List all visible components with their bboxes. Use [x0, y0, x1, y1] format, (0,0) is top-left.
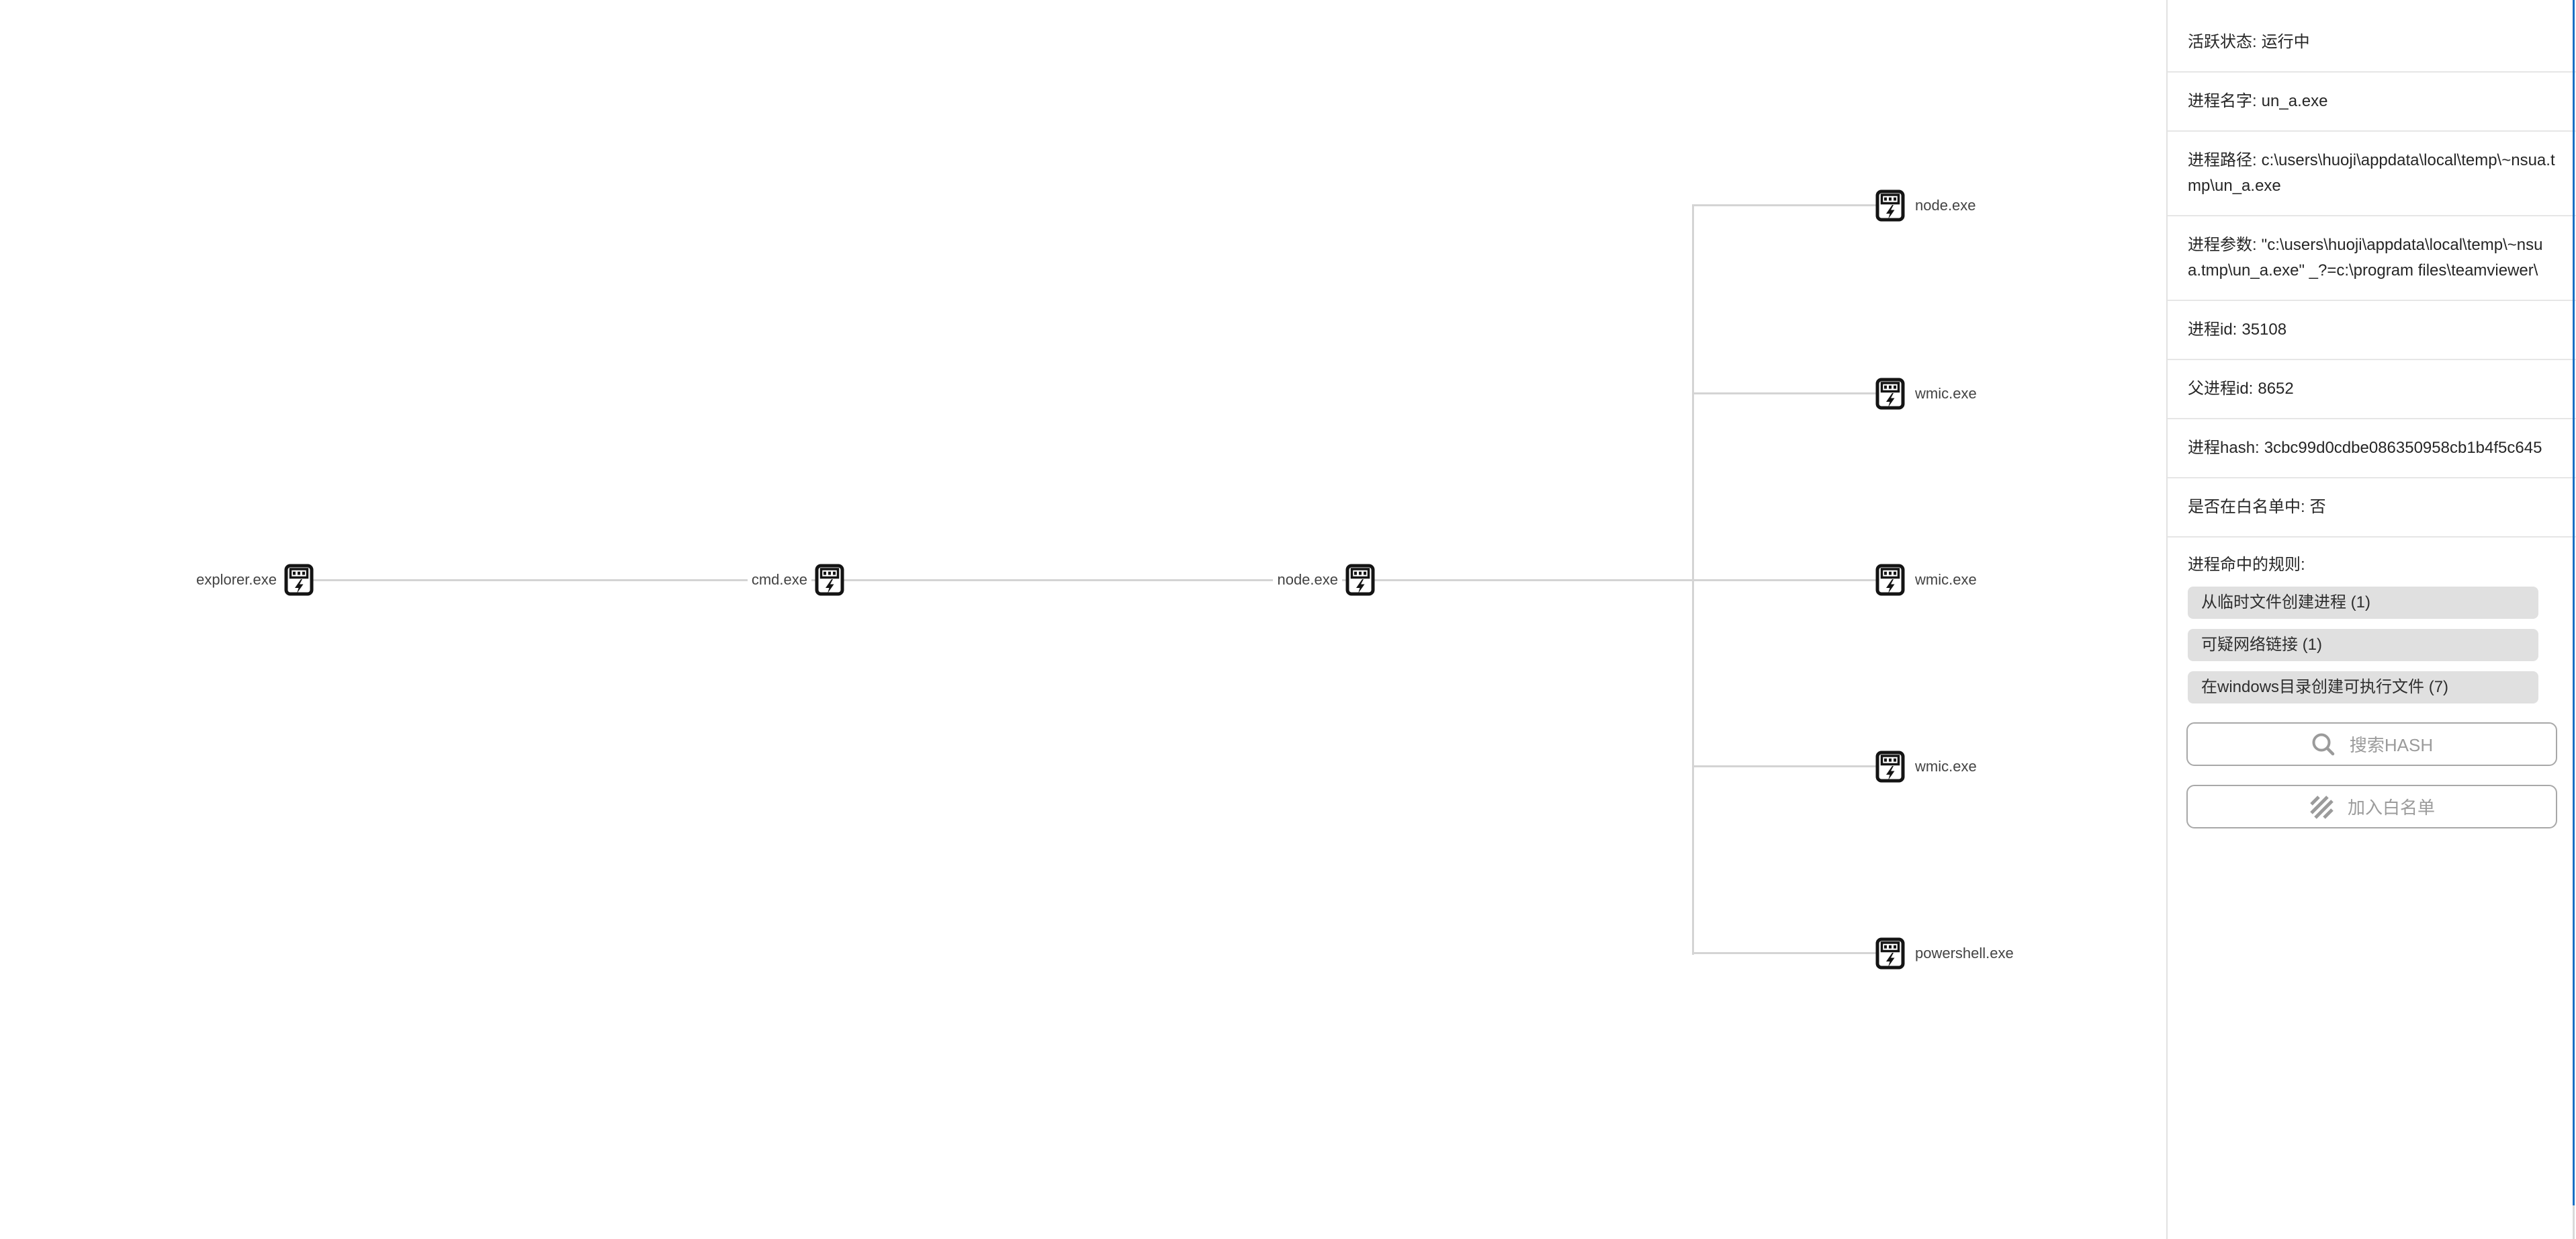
detail-label: 进程hash:	[2188, 439, 2260, 457]
detail-value: "c:\users\huoji\appdata\local\temp\~nsua…	[2188, 236, 2543, 280]
process-details-panel: 活跃状态:运行中 进程名字:un_a.exe 进程路径:c:\users\huo…	[2166, 0, 2576, 1239]
tree-connector-line	[1360, 579, 1890, 581]
process-node-child-node[interactable]: node.exe	[1875, 189, 1980, 222]
matched-rules-section: 进程命中的规则: 从临时文件创建进程 (1) 可疑网络链接 (1) 在windo…	[2168, 538, 2576, 703]
rule-badge-temp-file-process[interactable]: 从临时文件创建进程 (1)	[2188, 587, 2538, 619]
process-node-cmd[interactable]: cmd.exe	[747, 564, 844, 596]
detail-value: c:\users\huoji\appdata\local\temp\~nsua.…	[2188, 151, 2555, 195]
add-whitelist-button[interactable]: 加入白名单	[2186, 785, 2557, 828]
process-node-child-powershell[interactable]: powershell.exe	[1875, 937, 2018, 970]
tree-connector-line	[1693, 765, 1890, 767]
process-node-child-wmic-1[interactable]: wmic.exe	[1875, 378, 1981, 410]
matched-rules-label: 进程命中的规则:	[2188, 556, 2305, 574]
detail-row-active-state: 活跃状态:运行中	[2168, 13, 2576, 73]
scrollbar-thumb[interactable]	[2573, 0, 2575, 1205]
process-node-explorer[interactable]: explorer.exe	[192, 564, 314, 596]
detail-value: 否	[2309, 498, 2326, 516]
scrollbar-track[interactable]	[2573, 1205, 2575, 1239]
detail-row-process-id: 进程id:35108	[2168, 301, 2576, 360]
process-node-label: powershell.exe	[1911, 943, 2018, 964]
detail-label: 进程路径:	[2188, 151, 2257, 169]
detail-value: 8652	[2258, 380, 2294, 398]
process-node-label: wmic.exe	[1911, 384, 1981, 404]
process-node-child-wmic-3[interactable]: wmic.exe	[1875, 751, 1981, 783]
detail-value: 3cbc99d0cdbe086350958cb1b4f5c645	[2264, 439, 2542, 457]
detail-row-process-name: 进程名字:un_a.exe	[2168, 73, 2576, 132]
detail-label: 是否在白名单中:	[2188, 498, 2305, 516]
process-icon	[284, 564, 314, 596]
process-icon	[1875, 937, 1905, 970]
process-icon	[1875, 189, 1905, 222]
tree-connector-line	[1693, 204, 1890, 206]
detail-row-whitelist-status: 是否在白名单中:否	[2168, 478, 2576, 538]
process-icon	[1875, 378, 1905, 410]
detail-row-process-path: 进程路径:c:\users\huoji\appdata\local\temp\~…	[2168, 132, 2576, 216]
process-node-label: node.exe	[1911, 196, 1980, 216]
process-icon	[1875, 751, 1905, 783]
process-node-child-wmic-2[interactable]: wmic.exe	[1875, 564, 1981, 596]
process-icon	[815, 564, 844, 596]
add-whitelist-label: 加入白名单	[2347, 798, 2435, 818]
process-icon	[1345, 564, 1375, 596]
detail-value: 运行中	[2261, 33, 2310, 51]
process-node-node-parent[interactable]: node.exe	[1273, 564, 1375, 596]
process-node-label: wmic.exe	[1911, 757, 1981, 777]
detail-row-parent-process-id: 父进程id:8652	[2168, 360, 2576, 419]
process-node-label: cmd.exe	[747, 570, 811, 590]
tree-connector-line	[830, 579, 1360, 581]
process-node-label: explorer.exe	[192, 570, 281, 590]
detail-row-process-hash: 进程hash:3cbc99d0cdbe086350958cb1b4f5c645	[2168, 419, 2576, 478]
detail-label: 活跃状态:	[2188, 33, 2257, 51]
process-node-label: node.exe	[1273, 570, 1342, 590]
rule-badge-windows-dir-executable[interactable]: 在windows目录创建可执行文件 (7)	[2188, 671, 2538, 703]
rule-badge-suspicious-network[interactable]: 可疑网络链接 (1)	[2188, 629, 2538, 661]
detail-label: 进程名字:	[2188, 92, 2257, 110]
tree-connector-line	[1693, 392, 1890, 394]
search-hash-label: 搜索HASH	[2349, 735, 2434, 755]
detail-label: 父进程id:	[2188, 380, 2254, 398]
search-hash-button[interactable]: 搜索HASH	[2186, 722, 2557, 766]
detail-label: 进程参数:	[2188, 236, 2257, 254]
detail-value: 35108	[2241, 321, 2287, 339]
detail-value: un_a.exe	[2261, 92, 2328, 110]
texture-icon	[2310, 795, 2334, 819]
tree-connector-line	[299, 579, 830, 581]
process-node-label: wmic.exe	[1911, 570, 1981, 590]
search-icon	[2312, 733, 2335, 755]
detail-label: 进程id:	[2188, 321, 2237, 339]
tree-connector-line	[1692, 204, 1694, 955]
process-icon	[1875, 564, 1905, 596]
panel-actions: 搜索HASH 加入白名单	[2168, 722, 2576, 828]
detail-row-process-args: 进程参数:"c:\users\huoji\appdata\local\temp\…	[2168, 216, 2576, 301]
tree-connector-line	[1693, 952, 1890, 954]
